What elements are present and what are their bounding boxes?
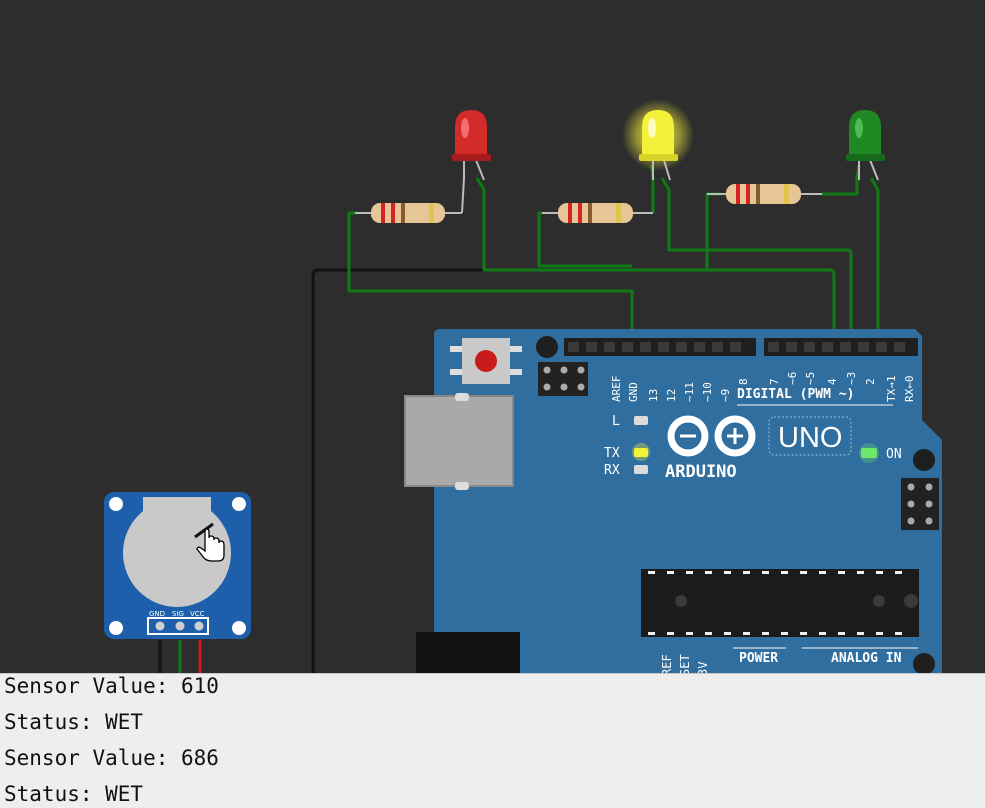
led-green[interactable] bbox=[846, 110, 885, 181]
pin-label-8: 8 bbox=[737, 378, 750, 385]
pin-label-6: ~6 bbox=[786, 372, 799, 385]
wires-green[interactable] bbox=[347, 164, 880, 350]
circuit-diagram: AREF GND 13 12 ~11 ~10 ~9 8 7 ~6 ~5 4 ~3… bbox=[104, 99, 942, 673]
pin-label-tx1: TX→1 bbox=[885, 376, 898, 403]
uno-model-text: UNO bbox=[778, 422, 842, 454]
power-jack bbox=[416, 632, 520, 673]
resistor-2[interactable] bbox=[542, 203, 653, 223]
sensor-pin-sig-label: SIG bbox=[172, 610, 184, 618]
pin-label-ioref: REF bbox=[660, 654, 674, 673]
sensor-knob[interactable] bbox=[123, 499, 231, 607]
analog-label: ANALOG IN bbox=[831, 651, 902, 666]
indicator-on-led bbox=[861, 448, 877, 458]
power-label: POWER bbox=[739, 651, 778, 666]
pin-label-2: 2 bbox=[864, 378, 877, 385]
digital-label: DIGITAL (PWM ~) bbox=[737, 387, 854, 402]
serial-monitor[interactable]: Sensor Value: 610 Status: WET Sensor Val… bbox=[0, 673, 985, 808]
serial-line: Sensor Value: 686 bbox=[4, 746, 219, 770]
resistor-1[interactable] bbox=[355, 177, 465, 223]
serial-line: Status: WET bbox=[4, 782, 144, 806]
pin-label-3v3: 3V bbox=[696, 662, 710, 673]
serial-line: Status: WET bbox=[4, 710, 144, 734]
resistor-3[interactable] bbox=[707, 184, 822, 204]
arduino-infinity-logo bbox=[667, 415, 756, 457]
pin-label-12: 12 bbox=[665, 389, 678, 402]
pin-label-aref: AREF bbox=[610, 376, 623, 403]
serial-line: Sensor Value: 610 bbox=[4, 674, 219, 698]
soil-moisture-sensor-module[interactable]: GND SIG VCC bbox=[104, 492, 251, 639]
wire-black[interactable] bbox=[311, 268, 486, 673]
indicator-tx-led bbox=[634, 448, 648, 457]
indicator-tx-label: TX bbox=[604, 446, 620, 461]
pin-label-13: 13 bbox=[647, 389, 660, 402]
pin-label-4: 4 bbox=[826, 378, 839, 385]
led-red[interactable] bbox=[452, 110, 491, 181]
pin-label-5: ~5 bbox=[804, 372, 817, 385]
pin-label-11: ~11 bbox=[683, 382, 696, 402]
pin-label-gnd: GND bbox=[627, 382, 640, 402]
simulation-canvas[interactable]: AREF GND 13 12 ~11 ~10 ~9 8 7 ~6 ~5 4 ~3… bbox=[0, 0, 985, 673]
usb-port bbox=[404, 395, 514, 487]
indicator-rx-led bbox=[634, 465, 648, 474]
arduino-uno-board[interactable]: AREF GND 13 12 ~11 ~10 ~9 8 7 ~6 ~5 4 ~3… bbox=[404, 329, 942, 673]
indicator-l-led bbox=[634, 416, 648, 425]
sensor-pin-gnd-label: GND bbox=[149, 610, 165, 618]
led-yellow[interactable] bbox=[622, 99, 694, 181]
indicator-on-label: ON bbox=[886, 447, 902, 462]
pin-label-10: ~10 bbox=[701, 382, 714, 402]
pin-label-reset: SET bbox=[678, 654, 692, 673]
pin-label-rx0: RX←0 bbox=[903, 376, 916, 403]
indicator-l-label: L bbox=[612, 414, 620, 429]
pin-label-9: ~9 bbox=[719, 389, 732, 402]
indicator-rx-label: RX bbox=[604, 463, 620, 478]
arduino-logo-text: ARDUINO bbox=[665, 462, 737, 482]
pin-label-3: ~3 bbox=[845, 372, 858, 385]
pin-label-7: 7 bbox=[768, 378, 781, 385]
sensor-pin-vcc-label: VCC bbox=[190, 610, 205, 618]
atmega-chip bbox=[641, 569, 919, 637]
pointer-cursor-icon bbox=[196, 528, 225, 562]
